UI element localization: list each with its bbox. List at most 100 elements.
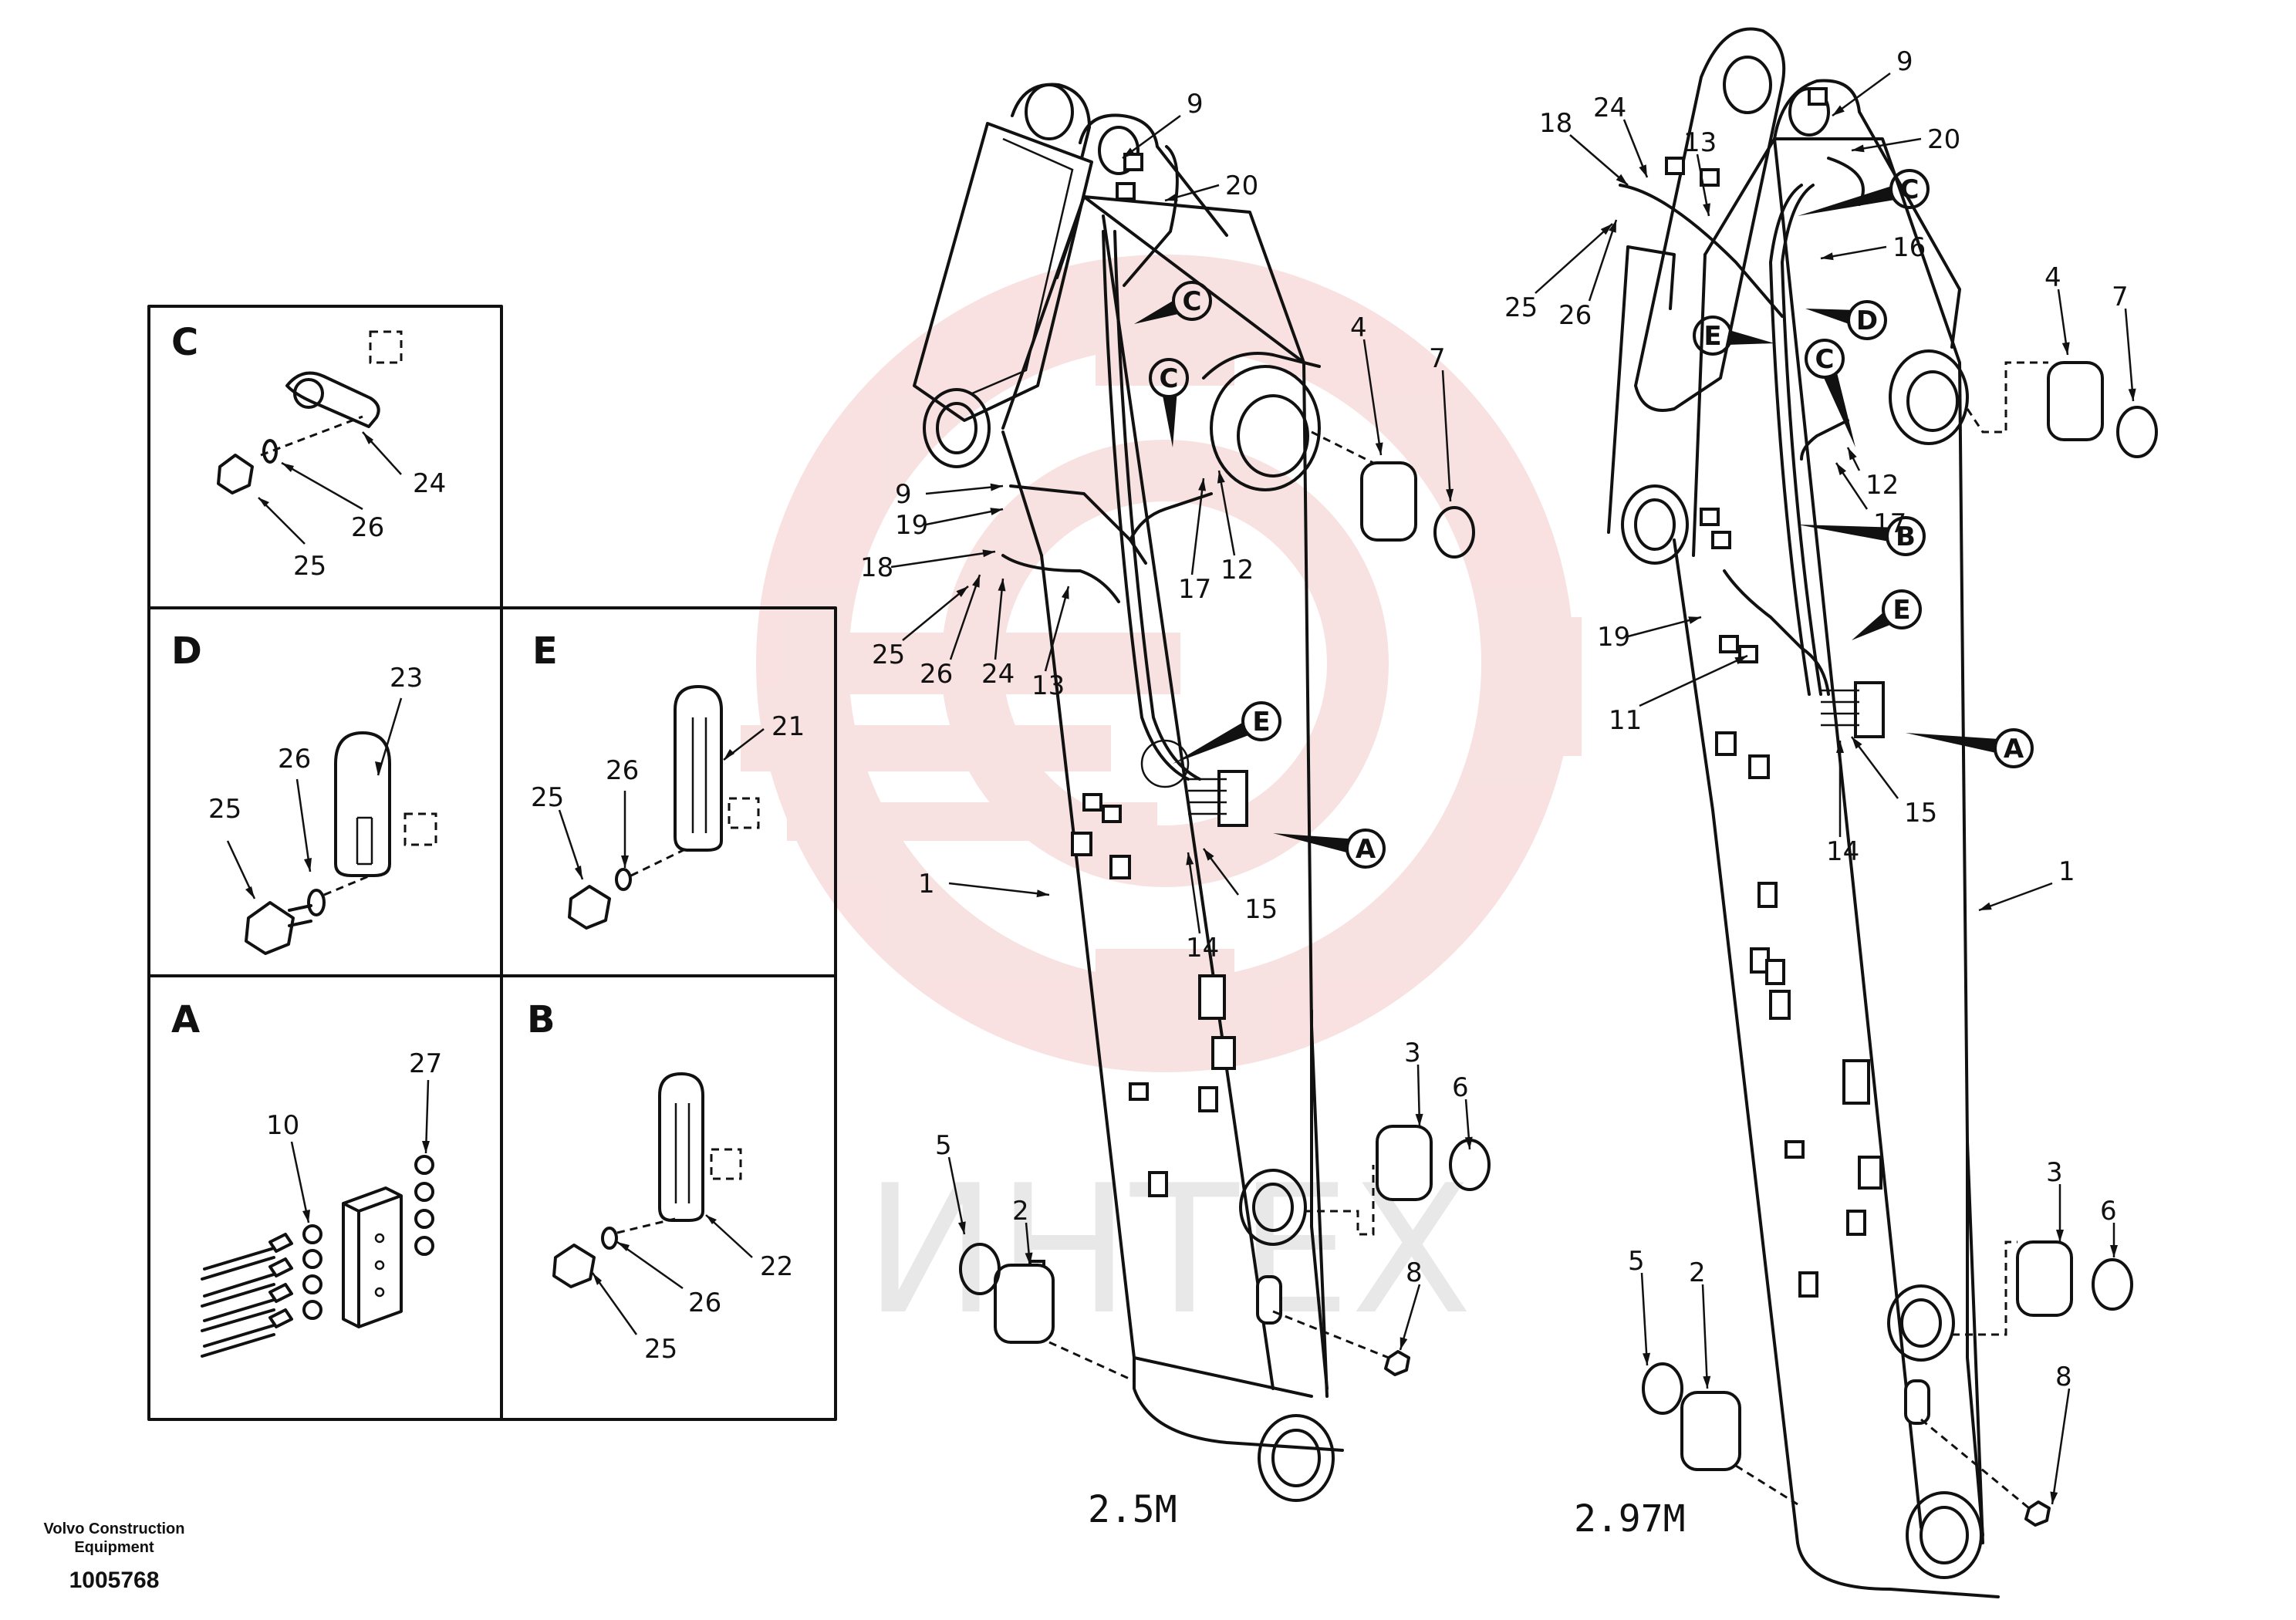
part-number: 26 xyxy=(606,755,639,786)
part-callout: 1 xyxy=(1978,856,2075,912)
part-callout: 2 xyxy=(1012,1196,1033,1266)
part-number: 26 xyxy=(278,744,311,775)
nut-phantom xyxy=(403,812,437,846)
marker-pointer xyxy=(1824,373,1855,447)
marker-pointer xyxy=(1906,733,1997,753)
marker-letter: D xyxy=(1856,305,1878,336)
part-number: 4 xyxy=(1350,312,1367,343)
part-callout: 15 xyxy=(1203,848,1278,925)
part-number: 3 xyxy=(1404,1038,1421,1068)
leader-line xyxy=(1187,852,1201,934)
marker-circle xyxy=(1882,589,1922,629)
marker-letter: E xyxy=(1893,595,1910,626)
part-number: 13 xyxy=(1032,670,1065,701)
part-callout: 14 xyxy=(1826,741,1859,867)
part-number: 26 xyxy=(1558,300,1592,331)
marker-circle xyxy=(1149,358,1189,398)
part-callout: 5 xyxy=(1628,1246,1651,1366)
leader-arrowhead xyxy=(1821,252,1834,261)
view-marker-callout: C xyxy=(1149,358,1189,447)
washer xyxy=(307,889,326,916)
hydraulic-hose-run xyxy=(1102,230,1190,781)
nut-phantom xyxy=(369,330,403,364)
detail-view-a: A 27 10 xyxy=(171,998,442,1358)
boom-pivot-bore xyxy=(1889,349,1969,445)
leader-arrowhead xyxy=(1848,447,1857,461)
view-marker-callout: E xyxy=(1693,316,1774,356)
nut-phantom xyxy=(728,797,760,829)
leader-line xyxy=(1569,134,1629,186)
leader-arrowhead xyxy=(1464,1136,1473,1149)
leader-arrowhead xyxy=(982,549,995,558)
arm-length-label-2-5m: 2.5M xyxy=(1088,1488,1177,1531)
marker-letter: A xyxy=(2004,734,2024,764)
leader-line xyxy=(949,574,981,660)
leader-arrowhead xyxy=(1446,488,1454,501)
leader-arrowhead xyxy=(998,579,1006,592)
leader-arrowhead xyxy=(2050,1491,2058,1504)
part-number: 11 xyxy=(1609,705,1642,736)
marker-circle xyxy=(1172,281,1212,321)
brand-line-1: Volvo Construction xyxy=(44,1520,185,1537)
marker-circle xyxy=(1805,339,1845,379)
part-number: 25 xyxy=(1504,292,1538,323)
leader-line xyxy=(1851,736,1899,799)
bushing-2 xyxy=(994,1264,1055,1344)
leader-line xyxy=(1978,882,2053,912)
view-marker-callout: C xyxy=(1805,339,1855,447)
part-callout: 9 xyxy=(1122,89,1204,160)
part-number: 2 xyxy=(1012,1196,1029,1227)
marker-letter: B xyxy=(1896,521,1916,552)
leader-line xyxy=(902,586,969,641)
view-letter: E xyxy=(532,629,558,673)
part-callout: 25 xyxy=(872,586,969,670)
part-callout: 24 xyxy=(981,578,1015,690)
part-number: 17 xyxy=(1178,574,1211,605)
part-number: 22 xyxy=(760,1251,793,1282)
leader-arrowhead xyxy=(972,575,980,588)
marker-pointer xyxy=(1730,331,1774,345)
leader-line xyxy=(1190,478,1205,575)
junction-block xyxy=(342,1186,403,1328)
clamp-loop xyxy=(293,378,324,409)
part-number: 4 xyxy=(2044,262,2061,293)
part-number: 13 xyxy=(1683,127,1717,158)
marker-letter: A xyxy=(1356,834,1376,865)
leader-arrowhead xyxy=(1061,586,1069,599)
leader-line xyxy=(1217,470,1236,556)
arm-top-plate xyxy=(1079,113,1228,237)
leader-arrowhead xyxy=(1036,889,1049,898)
part-number: 7 xyxy=(1429,343,1446,374)
washer xyxy=(615,868,632,891)
leader-arrowhead xyxy=(957,1221,966,1234)
brand-line-2: Equipment xyxy=(74,1539,154,1556)
leader-line xyxy=(1627,616,1702,638)
view-marker-callout: C xyxy=(1134,281,1212,324)
bolt-head xyxy=(245,901,295,955)
leader-arrowhead xyxy=(2061,342,2070,355)
part-callout: 12 xyxy=(1846,447,1899,501)
part-callout: 16 xyxy=(1820,232,1926,263)
leader-line xyxy=(1362,339,1383,456)
part-callout: 1 xyxy=(918,869,1050,899)
leader-arrowhead xyxy=(1123,147,1135,158)
hydraulic-hose-run xyxy=(1769,184,1811,696)
marker-pointer xyxy=(1163,396,1177,447)
p-clip xyxy=(334,731,391,877)
leader-arrowhead xyxy=(1375,442,1383,455)
part-callout: 2 xyxy=(1689,1257,1711,1389)
part-callout: 18 xyxy=(1539,108,1629,186)
bushing-2 xyxy=(1680,1391,1741,1471)
part-number: 14 xyxy=(1826,836,1859,867)
part-callout: 9 xyxy=(1832,46,1913,117)
bolt-head xyxy=(568,885,611,930)
detail-view-c: C 24 26 25 xyxy=(171,321,446,582)
leader-arrowhead xyxy=(1836,741,1844,753)
marker-letter: E xyxy=(1252,707,1270,737)
marker-circle xyxy=(1693,316,1733,356)
part-number: 25 xyxy=(293,551,326,582)
part-number: 15 xyxy=(1244,894,1278,925)
part-callout: 20 xyxy=(1164,170,1258,202)
marker-pointer xyxy=(1798,525,1889,542)
